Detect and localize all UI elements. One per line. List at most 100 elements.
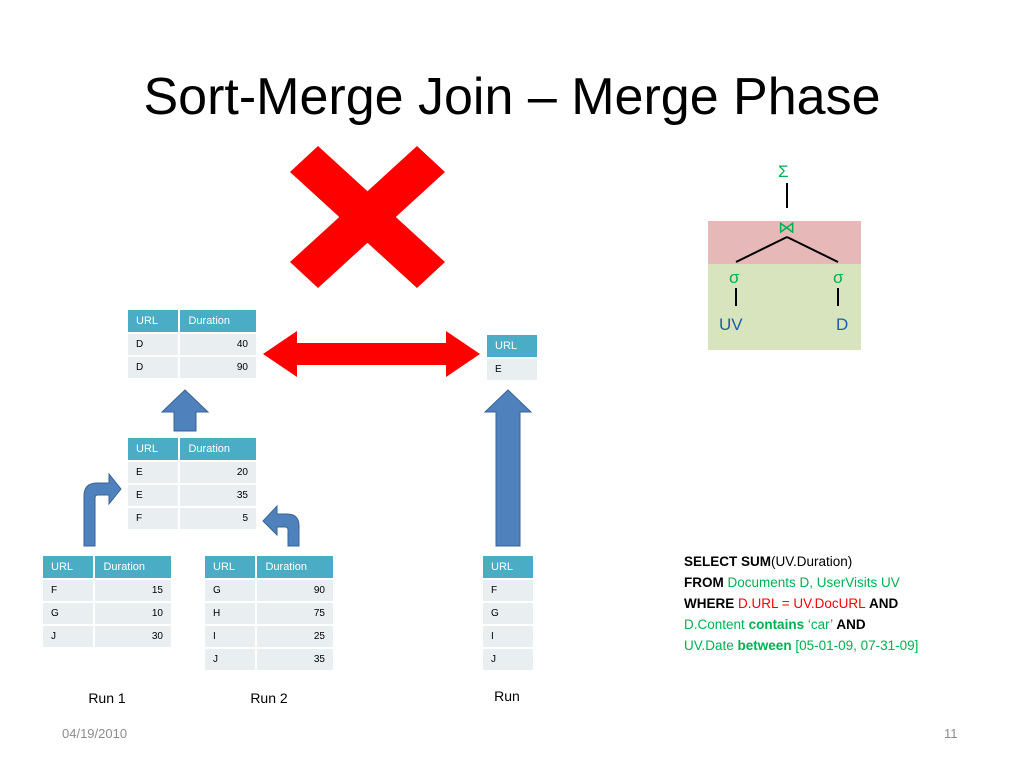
sql-from-keyword: FROM	[684, 575, 724, 590]
plan-left-select: σ	[729, 268, 740, 287]
red-cross-icon	[290, 146, 445, 288]
sql-line-between: UV.Date between [05-01-09, 07-31-09]	[684, 635, 918, 656]
cell-duration: 20	[180, 462, 256, 483]
sql-date-field: UV.Date	[684, 638, 734, 653]
table-row: E 20	[128, 462, 256, 483]
col-header-url: URL	[483, 556, 533, 578]
col-header-url: URL	[43, 556, 96, 578]
table-row: F 5	[128, 508, 256, 529]
cell-url: H	[205, 603, 258, 624]
table-row: J	[483, 649, 533, 670]
sql-query: SELECT SUM(UV.Duration) FROM Documents D…	[684, 551, 918, 656]
table-row: G 10	[43, 603, 171, 624]
cell-url: I	[205, 626, 258, 647]
slide-title: Sort-Merge Join – Merge Phase	[143, 68, 881, 126]
cell-url: G	[483, 603, 533, 624]
tall-up-arrow-icon	[483, 389, 533, 547]
run1-table: URL Duration F 15 G 10 J 30	[43, 554, 171, 649]
sql-date-range: [05-01-09, 07-31-09]	[795, 638, 919, 653]
query-plan-tree	[708, 183, 861, 350]
url-run-table: URL F G I J	[483, 554, 533, 672]
cell-duration: 35	[257, 649, 333, 670]
col-header-duration: Duration	[95, 556, 171, 578]
col-header-url: URL	[128, 438, 181, 460]
cell-url: G	[205, 580, 258, 601]
cell-url: D	[128, 334, 181, 355]
cell-url: J	[205, 649, 258, 670]
merged-output-table-top: URL Duration D 40 D 90	[128, 308, 256, 380]
sql-and-keyword: AND	[836, 617, 866, 632]
plan-root-sum: Σ	[778, 162, 789, 181]
run1-caption: Run 1	[88, 690, 126, 706]
cell-duration: 10	[95, 603, 171, 624]
cell-duration: 40	[180, 334, 256, 355]
run2-table: URL Duration G 90 H 75 I 25 J 35	[205, 554, 333, 672]
table-row: D 40	[128, 334, 256, 355]
col-header-url: URL	[487, 335, 537, 357]
table-row: J 35	[205, 649, 333, 670]
sql-content-value: ‘car’	[807, 617, 833, 632]
merged-output-table-mid: URL Duration E 20 E 35 F 5	[128, 436, 256, 531]
cell-duration: 75	[257, 603, 333, 624]
plan-right-leaf: D	[836, 315, 849, 334]
cell-duration: 15	[95, 580, 171, 601]
cell-url: D	[128, 357, 181, 378]
bent-arrow-run2-icon	[262, 504, 300, 547]
cell-url: F	[128, 508, 181, 529]
url-output-table: URL E	[487, 333, 537, 382]
cell-url: J	[43, 626, 96, 647]
plan-join-symbol: ⋈	[778, 218, 795, 237]
table-row: D 90	[128, 357, 256, 378]
col-header-duration: Duration	[180, 310, 256, 332]
table-row: I	[483, 626, 533, 647]
cell-url: I	[483, 626, 533, 647]
cell-url: G	[43, 603, 96, 624]
sql-join-condition: D.URL = UV.DocURL	[738, 596, 866, 611]
table-row: E	[487, 359, 537, 380]
sql-and-keyword: AND	[868, 596, 899, 611]
cell-duration: 90	[257, 580, 333, 601]
sql-from-tables: Documents D, UserVisits UV	[727, 575, 900, 590]
cell-duration: 25	[257, 626, 333, 647]
col-header-duration: Duration	[180, 438, 256, 460]
cell-duration: 35	[180, 485, 256, 506]
col-header-duration: Duration	[257, 556, 333, 578]
cell-duration: 30	[95, 626, 171, 647]
cell-duration: 90	[180, 357, 256, 378]
cell-url: E	[128, 485, 181, 506]
table-row: F 15	[43, 580, 171, 601]
table-row: E 35	[128, 485, 256, 506]
cell-url: E	[487, 359, 537, 380]
double-arrow-icon	[263, 331, 480, 377]
page-number: 11	[944, 726, 958, 741]
run-caption: Run	[494, 688, 520, 704]
cell-url: F	[483, 580, 533, 601]
sql-line-select: SELECT SUM(UV.Duration)	[684, 551, 918, 572]
sql-where-keyword: WHERE	[684, 596, 735, 611]
table-row: G 90	[205, 580, 333, 601]
sql-line-from: FROM Documents D, UserVisits UV	[684, 572, 918, 593]
sql-contains-keyword: contains	[748, 617, 805, 632]
sql-content-field: D.Content	[684, 617, 745, 632]
plan-right-select: σ	[833, 268, 844, 287]
cell-url: F	[43, 580, 96, 601]
cell-url: E	[128, 462, 181, 483]
table-row: I 25	[205, 626, 333, 647]
table-row: H 75	[205, 603, 333, 624]
table-row: J 30	[43, 626, 171, 647]
sql-between-keyword: between	[737, 638, 792, 653]
table-row: F	[483, 580, 533, 601]
table-row: G	[483, 603, 533, 624]
cell-duration: 5	[180, 508, 256, 529]
cell-url: J	[483, 649, 533, 670]
footer-date: 04/19/2010	[62, 726, 128, 741]
sql-line-where: WHERE D.URL = UV.DocURL AND	[684, 593, 918, 614]
sql-line-contains: D.Content contains ‘car’ AND	[684, 614, 918, 635]
col-header-url: URL	[128, 310, 181, 332]
run2-caption: Run 2	[250, 690, 288, 706]
col-header-url: URL	[205, 556, 258, 578]
sql-select-expr: (UV.Duration)	[771, 554, 853, 569]
bent-arrow-run1-icon	[83, 472, 122, 547]
plan-left-leaf: UV	[719, 315, 743, 334]
